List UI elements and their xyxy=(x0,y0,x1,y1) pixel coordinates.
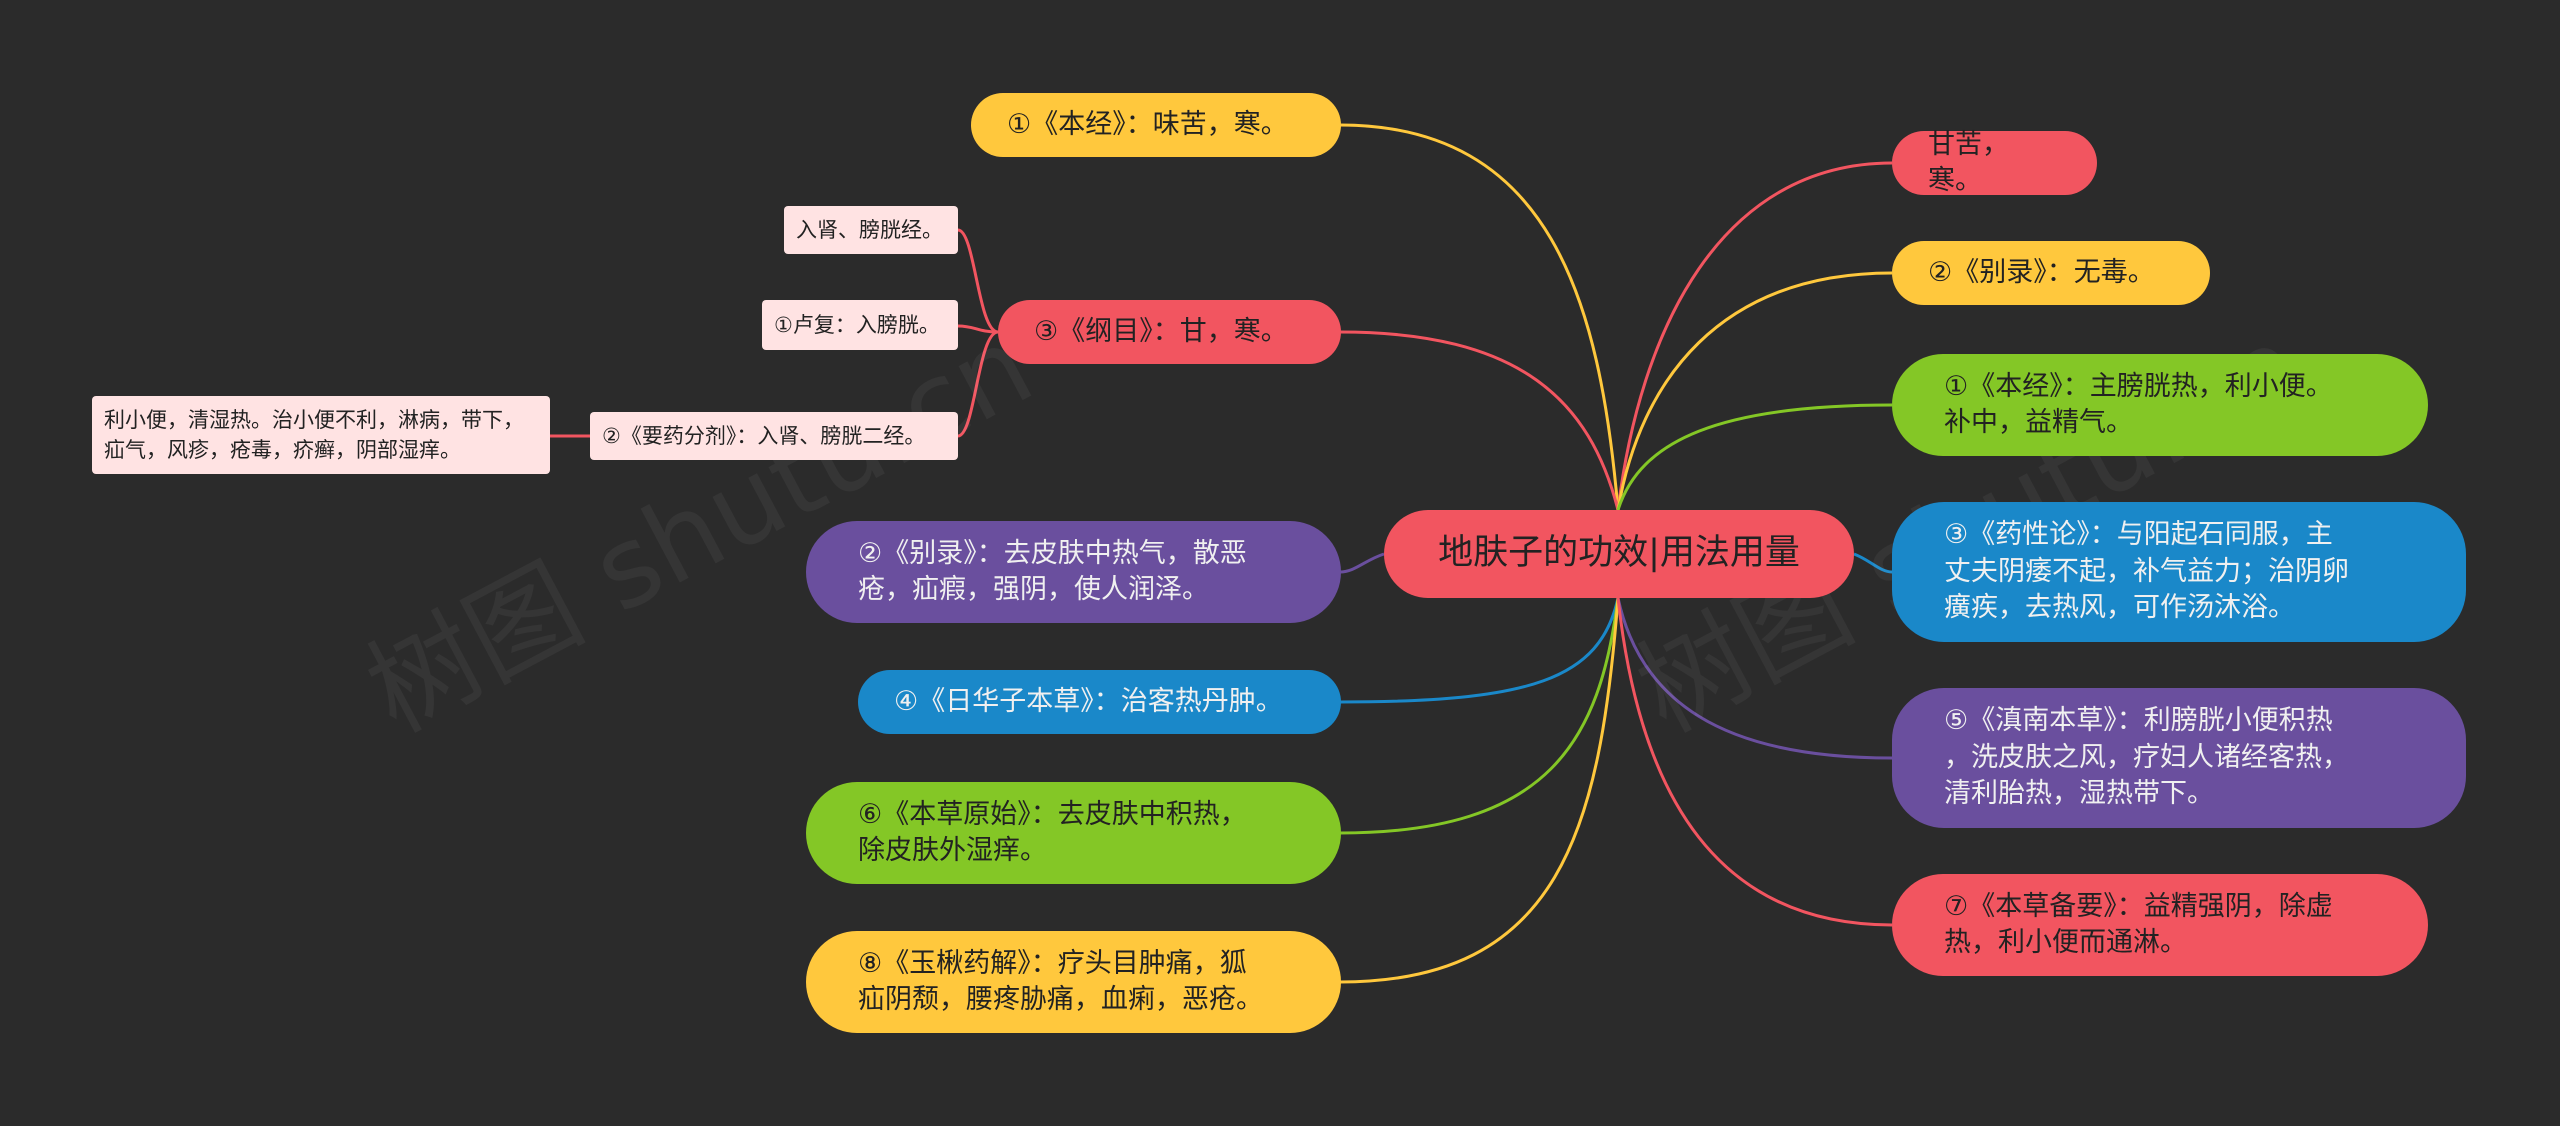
center-topic[interactable]: 地肤子的功效|用法用量 xyxy=(1384,510,1854,598)
node-right-benjing[interactable]: ①《本经》：主膀胱热，利小便。 补中，益精气。 xyxy=(1892,354,2428,456)
edge-right-diannan xyxy=(1616,597,1893,760)
edge-left-benjing xyxy=(1339,123,1620,511)
node-right-bielu[interactable]: ②《别录》：无毒。 xyxy=(1892,241,2210,305)
edge-right-bielu xyxy=(1616,271,1893,511)
edge-left-rihuazi xyxy=(1339,597,1620,704)
node-left-bielu[interactable]: ②《别录》：去皮肤中热气，散恶 疮，疝瘕，强阴，使人润泽。 xyxy=(806,521,1341,623)
node-right-yaoxing[interactable]: ③《药性论》：与阳起石同服，主 丈夫阴痿不起，补气益力；治阴卵 癀疾，去热风，可… xyxy=(1892,502,2466,642)
edge-right-benjing xyxy=(1616,403,1893,511)
edge-gangmu-lufu xyxy=(957,324,999,334)
node-left-gangmu[interactable]: ③《纲目》：甘，寒。 xyxy=(998,300,1341,364)
node-gangmu-yaoyao[interactable]: ②《要药分剂》：入肾、膀胱二经。 xyxy=(590,412,958,460)
node-right-ganku[interactable]: 甘苦，寒。 xyxy=(1892,129,2097,196)
node-yaoyao-detail[interactable]: 利小便，清湿热。治小便不利，淋病，带下， 疝气，风疹，疮毒，疥癣，阴部湿痒。 xyxy=(92,396,550,474)
edge-left-bencaoyuanshi xyxy=(1339,597,1620,835)
edge-gangmu-yaoyao xyxy=(957,330,999,438)
node-left-benjing[interactable]: ①《本经》：味苦，寒。 xyxy=(971,93,1341,157)
node-right-beiyao[interactable]: ⑦《本草备要》：益精强阴，除虚 热，利小便而通淋。 xyxy=(1892,874,2428,976)
node-right-diannan[interactable]: ⑤《滇南本草》：利膀胱小便积热 ，洗皮肤之风，疗妇人诸经客热， 清利胎热，湿热带… xyxy=(1892,688,2466,828)
node-left-yuqiu[interactable]: ⑧《玉楸药解》：疗头目肿痛，狐 疝阴颓，腰疼胁痛，血痢，恶疮。 xyxy=(806,931,1341,1033)
node-gangmu-rushen[interactable]: 入肾、膀胱经。 xyxy=(784,206,958,254)
edge-gangmu-rushen xyxy=(957,228,999,334)
edge-left-bielu xyxy=(1339,552,1385,574)
edge-left-yuqiu xyxy=(1339,597,1620,984)
edge-right-yaoxing xyxy=(1853,552,1893,574)
edge-right-ganku xyxy=(1616,161,1893,511)
edge-left-gangmu xyxy=(1339,330,1620,511)
node-left-rihuazi[interactable]: ④《日华子本草》：治客热丹肿。 xyxy=(858,670,1341,734)
node-gangmu-lufu[interactable]: ①卢复：入膀胱。 xyxy=(762,300,958,350)
edge-right-beiyao xyxy=(1616,597,1893,927)
node-left-bencaoyuanshi[interactable]: ⑥《本草原始》：去皮肤中积热， 除皮肤外湿痒。 xyxy=(806,782,1341,884)
